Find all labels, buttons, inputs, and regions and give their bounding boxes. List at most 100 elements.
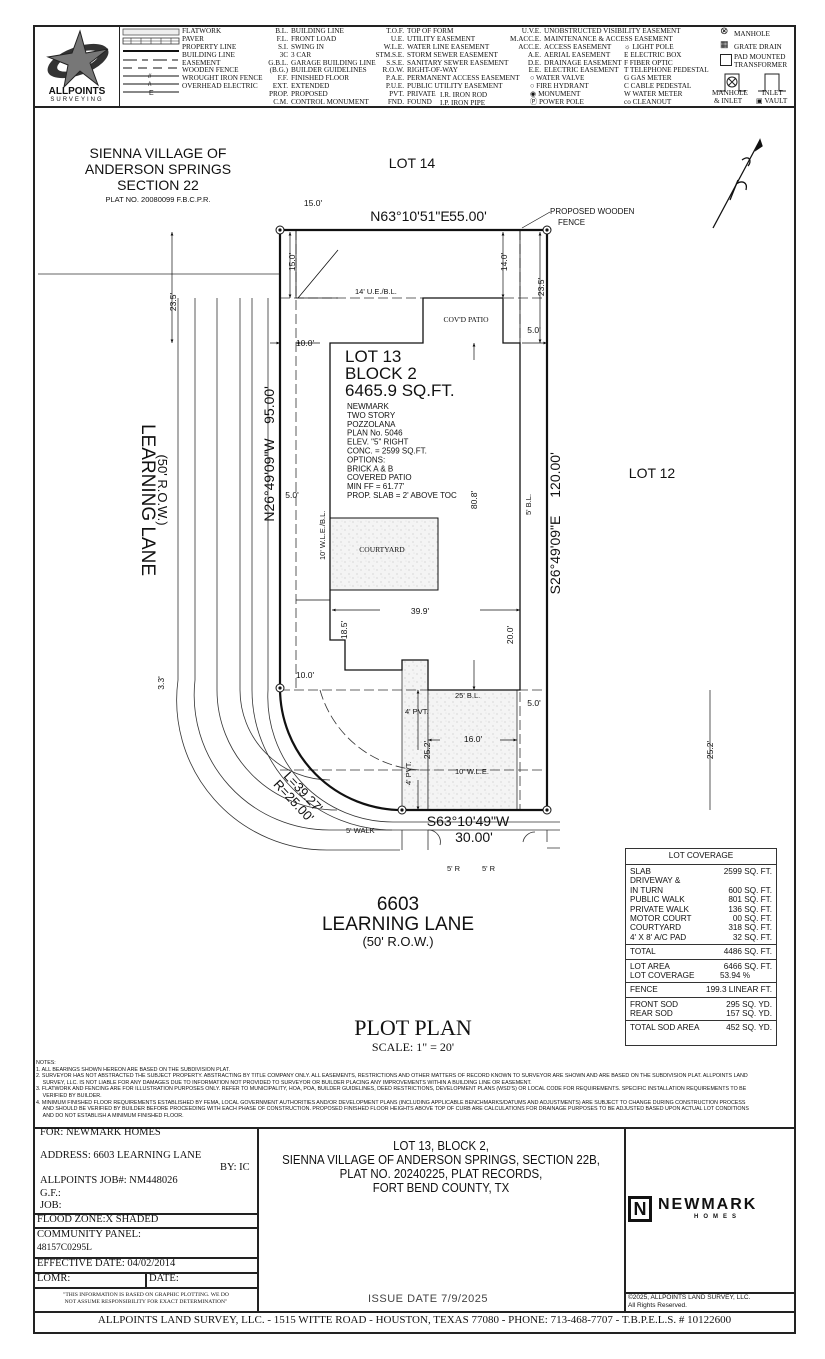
logo-divider bbox=[119, 25, 120, 107]
house-note: OPTIONS: bbox=[347, 455, 385, 464]
job-number: ALLPOINTS JOB#: NM448026 bbox=[40, 1175, 178, 1186]
legend-abbr: EXTENDED bbox=[291, 82, 330, 91]
block-number: BLOCK 2 bbox=[345, 364, 417, 383]
label: DRIVEWAY & bbox=[630, 876, 681, 886]
community-panel-label: COMMUNITY PANEL: bbox=[37, 1229, 141, 1240]
west-distance: 95.00' bbox=[261, 386, 277, 424]
legend-label: OVERHEAD ELECTRIC bbox=[182, 82, 258, 91]
symbol-icon: ☼ bbox=[624, 42, 633, 51]
house-note: CONC. = 2599 SQ.FT. bbox=[347, 447, 427, 456]
legal-line: SIENNA VILLAGE OF ANDERSON SPRINGS, SECT… bbox=[282, 1152, 600, 1167]
symbol-icon: G bbox=[624, 74, 631, 83]
legend-abbr: TOP OF FORM bbox=[407, 27, 454, 35]
note-item: 4. MINIMUM FINISHED FLOOR REQUIREMENTS E… bbox=[36, 1099, 749, 1119]
symbol-icon: co bbox=[624, 98, 633, 107]
legal-line: LOT 13, BLOCK 2, bbox=[393, 1138, 489, 1153]
flood-zone: FLOOD ZONE:X SHADED bbox=[37, 1214, 159, 1225]
label: SLAB bbox=[630, 867, 651, 876]
legend-label: PROPERTY LINE bbox=[182, 42, 237, 51]
walk-label: 5' WALK bbox=[346, 826, 375, 835]
coverage-row: SLAB 2599 SQ. FT. bbox=[630, 867, 772, 876]
builder-sub: HOMES bbox=[694, 1214, 742, 1220]
value: 157 SQ. YD. bbox=[726, 1009, 772, 1019]
driveway bbox=[427, 689, 518, 811]
dimension: 39.9' bbox=[411, 606, 430, 616]
value: 318 SQ. FT. bbox=[728, 923, 772, 933]
property-line bbox=[278, 228, 549, 812]
legend-abbr: BUILDING LINE bbox=[291, 27, 344, 35]
legend-symbols: ○ WATER VALVE ○ FIRE HYDRANT ◉ MONUMENT … bbox=[530, 74, 589, 107]
north-bearing: N63°10'51"E bbox=[370, 208, 449, 224]
label: MOTOR COURT bbox=[630, 913, 692, 923]
legend-abbr: MAINTENANCE & ACCESS EASEMENT bbox=[544, 34, 673, 43]
house-note: PLAN No. 5046 bbox=[347, 429, 403, 438]
svg-text:E: E bbox=[149, 90, 154, 97]
address: ADDRESS: 6603 LEARNING LANE bbox=[40, 1150, 202, 1161]
label: FENCE bbox=[630, 985, 658, 995]
dimension: 10.0' bbox=[296, 338, 315, 348]
legend-abbr: C.M. bbox=[273, 98, 288, 107]
symbol-icon: T bbox=[624, 66, 630, 75]
manhole-icon: ⊗ bbox=[720, 26, 729, 37]
legend-abbr: A.E. bbox=[527, 50, 541, 59]
legend-line-labels: FLATWORK PAVER PROPERTY LINE BUILDING LI… bbox=[182, 27, 263, 91]
title-block-top-border bbox=[33, 1127, 796, 1129]
label: TOTAL SOD AREA bbox=[630, 1023, 700, 1033]
building-line-label: 25' B.L. bbox=[455, 691, 480, 700]
subdivision-plat: PLAT NO. 20080099 F.B.C.P.R. bbox=[105, 195, 210, 204]
north-distance: 55.00' bbox=[449, 208, 487, 224]
symbol-icon: F bbox=[624, 58, 630, 67]
label: PUBLIC WALK bbox=[630, 895, 685, 905]
value: 4486 SQ. FT. bbox=[723, 947, 772, 957]
client: FOR: NEWMARK HOMES bbox=[40, 1127, 161, 1138]
symbol-label: POWER POLE bbox=[539, 98, 584, 107]
transformer-icon bbox=[720, 54, 732, 66]
legend-abbr: G.B.L. bbox=[268, 58, 288, 67]
house-note: POZZOLANA bbox=[347, 420, 396, 429]
easement-label: 10' W.L.E./B.L. bbox=[318, 511, 327, 560]
dimension: 14.0' bbox=[499, 253, 509, 272]
legend-abbr: M.ACC.E. bbox=[510, 34, 541, 43]
symbol-label: WATER METER bbox=[632, 90, 683, 99]
symbol-label: FIBER OPTIC bbox=[629, 58, 673, 67]
symbol-label: WATER VALVE bbox=[536, 74, 585, 83]
legal-description: LOT 13, BLOCK 2, SIENNA VILLAGE OF ANDER… bbox=[281, 1139, 601, 1195]
value: 2599 SQ. FT. bbox=[723, 867, 772, 876]
house-note: COVERED PATIO bbox=[347, 473, 412, 482]
lot-area: 6465.9 SQ.FT. bbox=[345, 381, 455, 400]
legend-symbol: G GAS METER bbox=[624, 74, 709, 83]
fence-note: FENCE bbox=[558, 218, 585, 227]
symbol-label: VAULT bbox=[764, 97, 788, 105]
symbol-icon: E bbox=[624, 50, 631, 59]
label: FRONT SOD bbox=[630, 999, 679, 1009]
legend-symbol: C CABLE PEDESTAL bbox=[624, 82, 709, 91]
legal-line: FORT BEND COUNTY, TX bbox=[372, 1180, 510, 1195]
dimension: 25.2' bbox=[422, 741, 432, 760]
title-block-divider bbox=[257, 1127, 259, 1312]
legend-abbr: W.L.E. bbox=[383, 42, 404, 51]
symbol-label: CLEANOUT bbox=[632, 98, 672, 107]
street-lines bbox=[38, 273, 560, 851]
abbr-meaning: IRON PIPE bbox=[450, 98, 486, 107]
disclaimer-line: NOT ASSUME RESPONSIBILITY FOR EXACT DETE… bbox=[64, 1299, 228, 1305]
gf-number: G.F.: bbox=[40, 1188, 61, 1199]
symbol-label: INLET bbox=[762, 89, 783, 97]
legend-iron: I.R. IRON ROD I.P. IRON PIPE bbox=[440, 91, 487, 108]
company-logo: ALLPOINTS SURVEYING bbox=[36, 27, 118, 103]
copyright-line: ©2025, ALLPOINTS LAND SURVEY, LLC. bbox=[628, 1294, 751, 1301]
legend-label: EASEMENT bbox=[182, 58, 221, 67]
legend-abbr: E.E. bbox=[528, 66, 541, 75]
notes-heading: NOTES: bbox=[36, 1060, 56, 1066]
legend-abbr: BUILDER GUIDELINES bbox=[291, 66, 367, 75]
company-footer: ALLPOINTS LAND SURVEY, LLC. - 1515 WITTE… bbox=[97, 1314, 732, 1326]
manhole-inlet-icon bbox=[718, 73, 786, 92]
legend-abbr: EXT. bbox=[272, 82, 288, 91]
legend-label: WOODEN FENCE bbox=[182, 66, 239, 75]
